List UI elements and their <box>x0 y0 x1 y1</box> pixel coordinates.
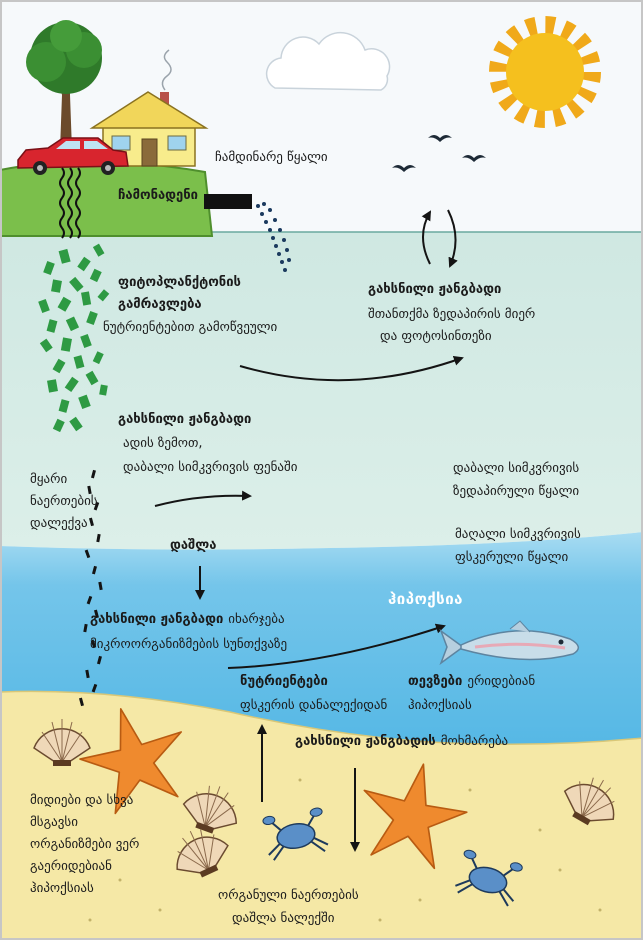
mussels-line-3: ორგანიზმები ვერ <box>30 837 139 853</box>
fish-line-2: ჰიპოქსიას <box>408 698 472 714</box>
mussels-line-4: გაერიდებიან <box>30 859 112 875</box>
oxygen-consumption-noun: მოხმარება <box>441 734 508 749</box>
oxygen-used-bold: გახსნილი ჟანგბადი <box>90 612 223 627</box>
low-density-line-2: ზედაპირული წყალი <box>453 484 579 500</box>
organic-decay-line-1: ორგანული ნაერთების <box>218 888 359 904</box>
sedimentation-line-3: დალექვა <box>30 516 88 532</box>
surface-oxygen-line-1: შთანთქმა ზედაპირის მიერ <box>368 307 535 323</box>
nutrients-caption: ფსკერის დანალექიდან <box>240 698 387 714</box>
oxygen-consumption-bold: გახსნილი ჟანგბადის <box>295 734 436 749</box>
mussels-line-1: მიდიები და სხვა <box>30 793 133 809</box>
fish-bold: თევზები <box>408 674 462 689</box>
pipe-icon <box>204 194 252 209</box>
oxygen-used-line-2: მიკროორგანიზმების სუნთქვაზე <box>90 637 287 653</box>
rising-oxygen-title: გახსნილი ჟანგბადი <box>118 412 251 428</box>
phytoplankton-title-2: გამრავლება <box>118 297 202 313</box>
nutrients-title: ნუტრიენტები <box>240 674 328 690</box>
oxygen-used-line-1: გახსნილი ჟანგბადი იხარჯება <box>90 612 285 628</box>
surface-oxygen-line-2: და ფოტოსინთეზი <box>380 329 492 345</box>
hypoxia-label: ჰიპოქსია <box>388 591 463 607</box>
fish-line-1: თევზები ერიდებიან <box>408 674 535 690</box>
high-density-line-2: ფსკერული წყალი <box>455 550 568 566</box>
phytoplankton-title-1: ფიტოპლანქტონის <box>118 275 241 291</box>
phytoplankton-caption: ნუტრიენტებით გამოწვეული <box>103 320 277 336</box>
high-density-line-1: მაღალი სიმკვრივის <box>455 527 581 543</box>
decomposition-label: დაშლა <box>170 538 216 554</box>
mussels-line-5: ჰიპოქსიას <box>30 881 94 897</box>
organic-decay-line-2: დაშლა ნალექში <box>232 911 335 927</box>
oxygen-consumption-label: გახსნილი ჟანგბადის მოხმარება <box>295 734 508 750</box>
sedimentation-line-2: ნაერთების <box>30 494 98 510</box>
fish-verb: ერიდებიან <box>467 674 535 689</box>
rising-oxygen-line-2: დაბალი სიმკვრივის ფენაში <box>123 460 297 476</box>
sedimentation-line-1: მყარი <box>30 472 67 488</box>
low-density-line-1: დაბალი სიმკვრივის <box>453 461 579 477</box>
mussels-line-2: მსგავსი <box>30 815 78 831</box>
surface-oxygen-title: გახსნილი ჟანგბადი <box>368 282 501 298</box>
runoff-label: ჩამონადენი <box>118 188 198 204</box>
oxygen-used-verb: იხარჯება <box>228 612 284 627</box>
rising-oxygen-line-1: ადის ზემოთ, <box>123 436 203 452</box>
wastewater-label: ჩამდინარე წყალი <box>215 150 328 166</box>
